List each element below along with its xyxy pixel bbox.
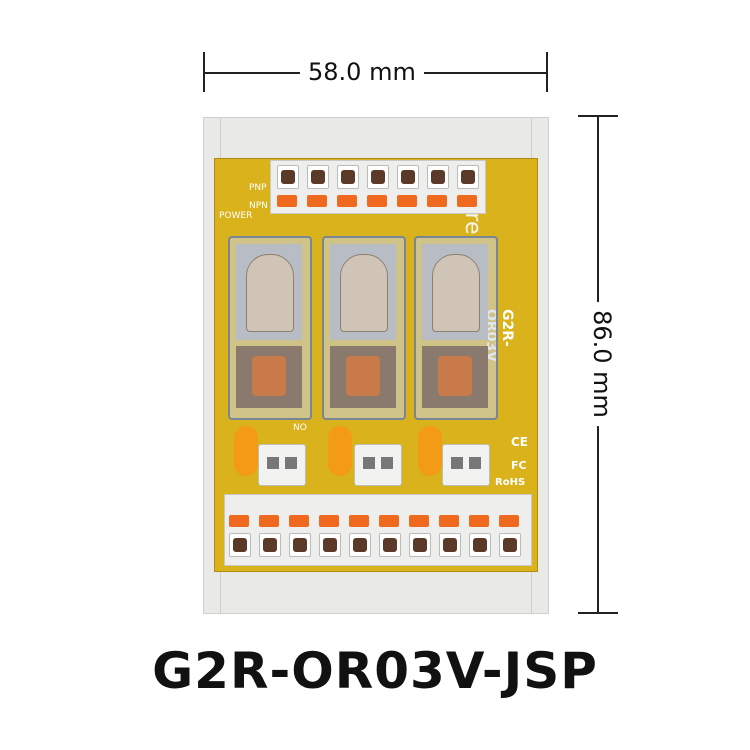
varistor-1	[234, 426, 258, 476]
height-label: 86.0 mm	[587, 302, 616, 426]
width-label: 58.0 mm	[300, 58, 424, 86]
relay-1	[228, 236, 312, 420]
bottom-terminal-block	[224, 494, 532, 566]
varistor-3	[418, 426, 442, 476]
housing-top	[203, 117, 549, 161]
varistor-2	[328, 426, 352, 476]
ce-mark: CE	[511, 435, 529, 449]
relay-2	[322, 236, 406, 420]
connector-3	[442, 444, 490, 486]
relay-no-label: NO	[293, 423, 307, 433]
connector-1	[258, 444, 306, 486]
npn-indicator-label: NPN	[249, 201, 268, 211]
relay-3	[414, 236, 498, 420]
top-terminal-block	[270, 160, 486, 214]
power-indicator-label: POWER	[219, 211, 253, 221]
rohs-mark: RoHS	[495, 477, 526, 488]
product-model-title: G2R-OR03V-JSP	[152, 642, 598, 700]
pnp-indicator-label: PNP	[249, 183, 267, 193]
connector-2	[354, 444, 402, 486]
fc-mark: FC	[511, 459, 527, 472]
housing-bottom	[203, 566, 549, 614]
